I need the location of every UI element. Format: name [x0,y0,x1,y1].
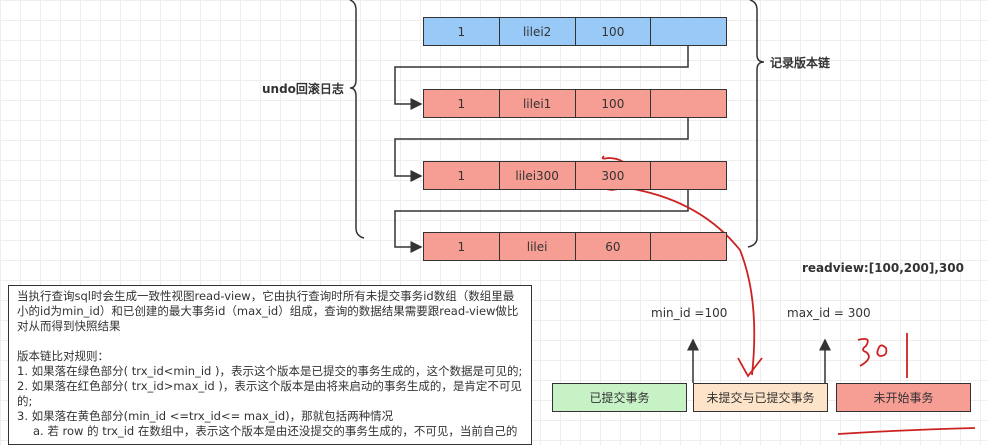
right-brace [747,0,765,248]
record-cell: 1 [424,233,500,260]
segment-label: 已提交事务 [589,391,650,405]
version-chain-label: 记录版本链 [770,56,831,70]
text-paragraph: 当执行查询sql时会生成一致性视图read-view，它由执行查询时所有未提交事… [17,289,519,333]
record-cell: 100 [576,90,652,117]
connector-1 [394,46,689,110]
record-cell: lilei [500,233,576,260]
uncommitted-segment: 未提交与已提交事务 [693,383,828,412]
text-paragraph: 1. 如果落在绿色部分( trx_id<min_id )，表示这个版本是已提交的… [17,364,523,378]
connector-2 [394,118,689,182]
record-cell [651,233,726,260]
text-paragraph: 3. 如果落在黄色部分(min_id <=trx_id<= max_id)，那就… [17,409,394,423]
hand-arrow-curve [627,187,756,376]
record-cell: 1 [424,18,500,45]
explanation-textbox: 当执行查询sql时会生成一致性视图read-view，它由执行查询时所有未提交事… [8,285,532,445]
left-brace [349,0,365,239]
record-cell [651,162,726,189]
max-id-label: max_id = 300 [787,306,871,320]
segment-label: 未提交与已提交事务 [706,391,815,405]
readview-label: readview:[100,200],300 [802,261,964,275]
record-cell: lilei1 [500,90,576,117]
record-cell [651,90,726,117]
record-cell: lilei2 [500,18,576,45]
not-started-segment: 未开始事务 [836,383,971,412]
record-cell: lilei300 [500,162,576,189]
record-cell: 60 [576,233,652,260]
record-cell: 1 [424,90,500,117]
record-cell: 300 [576,162,652,189]
text-paragraph: 2. 如果落在红色部分( trx_id>max_id )，表示这个版本是由将来启… [17,379,522,408]
text-paragraph: a. 若 row 的 trx_id 在数组中，表示这个版本是由还没提交的事务生成… [33,424,518,438]
segment-label: 未开始事务 [873,391,934,405]
record-cell: 100 [576,18,652,45]
hand-301 [857,337,888,367]
record-cell: 1 [424,162,500,189]
hand-underline [837,427,976,435]
diagram-lines [349,0,976,435]
undo-log-label: undo回滚日志 [262,82,344,96]
min-id-label: min_id =100 [651,306,728,320]
connector-3 [394,190,689,253]
record-cell [651,18,726,45]
hand-arrowhead [737,357,763,378]
text-paragraph: 版本链比对规则： [17,349,109,363]
committed-segment: 已提交事务 [552,383,687,412]
